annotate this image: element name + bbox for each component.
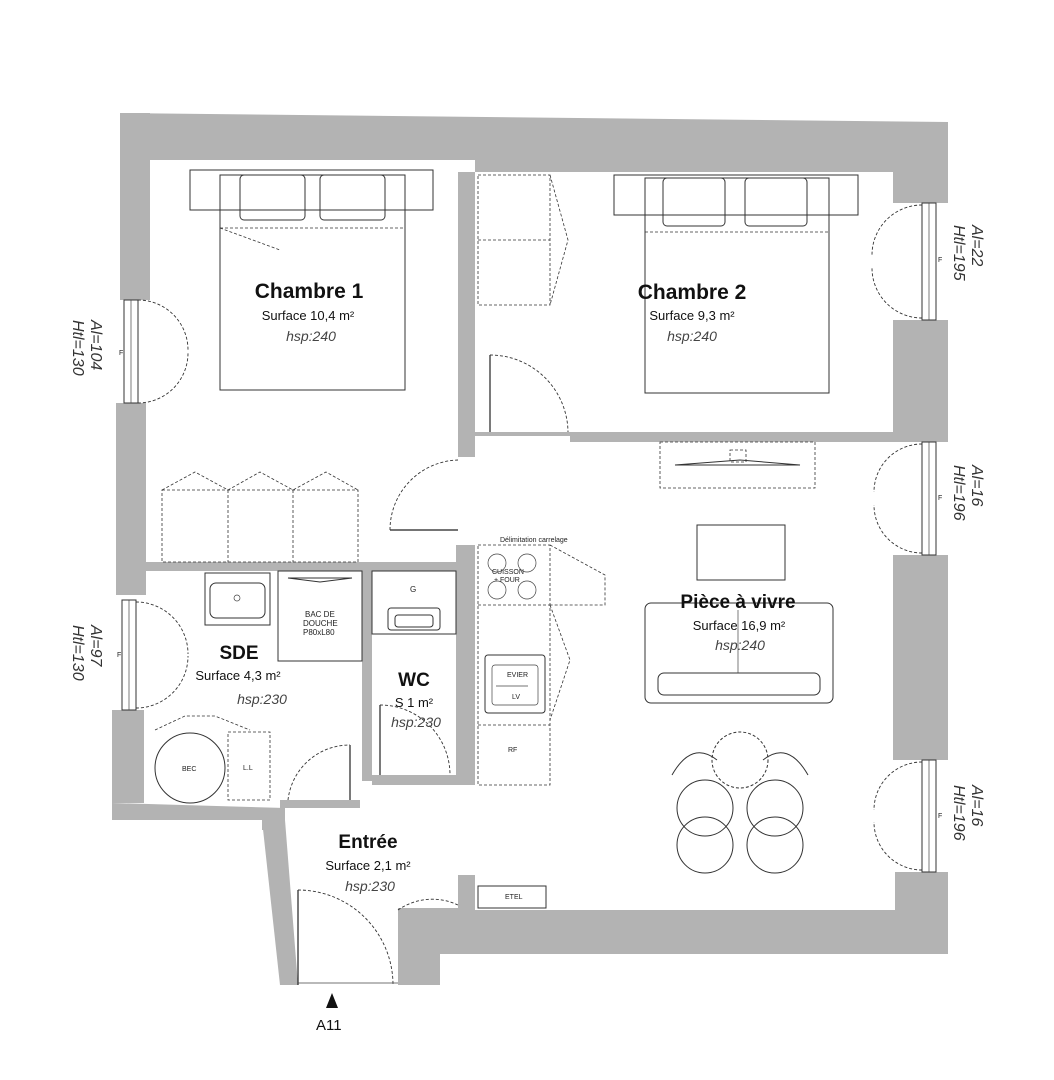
svg-text:Al=22: Al=22 (968, 224, 985, 266)
room-hsp: hsp:230 (391, 714, 441, 730)
door-sde (287, 744, 351, 801)
window-right-piece-bottom (873, 759, 937, 873)
water-heater-label: BEC (182, 766, 196, 773)
room-name: Chambre 1 (255, 280, 364, 303)
svg-text:Htl=195: Htl=195 (950, 225, 967, 281)
window-label-w2: Al=97 Htl=130 (69, 624, 104, 681)
washing-machine (227, 731, 271, 801)
shower-label-1: BAC DE (305, 610, 335, 619)
svg-text:Al=104: Al=104 (87, 319, 104, 370)
room-hsp: hsp:240 (286, 328, 336, 344)
svg-text:Al=16: Al=16 (968, 464, 985, 506)
room-surface: Surface 9,3 m² (649, 308, 735, 323)
coffee-table (696, 524, 786, 581)
sofa (644, 602, 834, 704)
exterior-walls (112, 113, 948, 985)
room-surface: Surface 4,3 m² (195, 668, 281, 683)
room-name: WC (398, 670, 430, 691)
room-name: SDE (219, 643, 258, 664)
room-chambre1: Chambre 1 Surface 10,4 m² hsp:240 (255, 280, 364, 344)
wardrobe-chambre2 (477, 174, 569, 306)
room-sde: SDE Surface 4,3 m² hsp:230 (195, 643, 287, 707)
room-surface: Surface 10,4 m² (262, 308, 355, 323)
window-mark-w3: F (938, 257, 942, 264)
window-label-w1: Al=104 Htl=130 (69, 319, 104, 376)
svg-text:Al=97: Al=97 (87, 624, 104, 667)
entrance-label: A11 (316, 1017, 342, 1034)
room-hsp: hsp:240 (667, 328, 717, 344)
shower-label-3: P80xL80 (303, 628, 335, 637)
window-right-piece-top (873, 441, 937, 556)
interior-walls (146, 172, 893, 808)
window-mark-w2: F (117, 652, 121, 659)
svg-text:Htl=130: Htl=130 (69, 320, 86, 376)
wardrobe-chambre1 (161, 471, 359, 563)
fridge-label: RF (508, 747, 517, 754)
room-name: Chambre 2 (638, 281, 747, 304)
toilet (371, 570, 457, 635)
bed-chambre2 (613, 174, 859, 394)
svg-text:Htl=196: Htl=196 (950, 465, 967, 521)
room-entree: Entrée Surface 2,1 m² hsp:230 (325, 832, 411, 894)
shower-tray (277, 570, 363, 662)
dishwasher-label: LV (512, 694, 520, 701)
water-heater (154, 715, 251, 804)
room-name: Entrée (338, 832, 397, 853)
washing-machine-label: L.L (243, 765, 253, 772)
tiling-limit-label: Délimitation carrelage (500, 537, 568, 544)
cooktop-label-1: CUISSON (492, 569, 524, 576)
room-chambre2: Chambre 2 Surface 9,3 m² hsp:240 (638, 281, 747, 344)
window-label-w3: Al=22 Htl=195 (950, 224, 985, 281)
door-wc (379, 704, 451, 776)
tv-unit (659, 441, 816, 489)
room-hsp: hsp:230 (345, 878, 395, 894)
svg-text:Htl=130: Htl=130 (69, 625, 86, 681)
toilet-label: G (410, 585, 416, 594)
room-surface: Surface 16,9 m² (693, 618, 786, 633)
window-right-chambre2 (871, 202, 937, 321)
room-surface: Surface 2,1 m² (325, 858, 411, 873)
room-name: Pièce à vivre (680, 592, 795, 613)
svg-text:Al=16: Al=16 (968, 784, 985, 826)
dining-table (671, 731, 809, 874)
door-chambre1 (389, 459, 459, 531)
bed-chambre1 (189, 169, 434, 391)
window-label-w5: Al=16 Htl=196 (950, 784, 985, 841)
electric-panel (477, 885, 547, 909)
room-hsp: hsp:240 (715, 637, 765, 653)
window-mark-w4: F (938, 495, 942, 502)
window-left-chambre1 (123, 299, 189, 404)
entrance-arrow-icon (326, 993, 338, 1008)
door-chambre2 (489, 354, 569, 433)
room-hsp: hsp:230 (237, 691, 287, 707)
kitchen (477, 544, 606, 786)
room-surface: S 1 m² (395, 695, 434, 710)
coat-door (397, 898, 459, 911)
sink-label: EVIER (507, 672, 528, 679)
room-wc: WC S 1 m² hsp:230 (391, 670, 441, 730)
room-piece-a-vivre: Pièce à vivre Surface 16,9 m² hsp:240 (680, 592, 795, 653)
svg-text:Htl=196: Htl=196 (950, 785, 967, 841)
window-label-w4: Al=16 Htl=196 (950, 464, 985, 521)
front-door (297, 889, 398, 986)
window-mark-w5: F (938, 813, 942, 820)
shower-label-2: DOUCHE (303, 619, 338, 628)
electric-panel-label: ETEL (505, 894, 523, 901)
washbasin (204, 572, 271, 626)
window-left-sde (121, 599, 189, 711)
window-mark-w1: F (119, 350, 123, 357)
cooktop-label-2: + FOUR (494, 577, 520, 584)
